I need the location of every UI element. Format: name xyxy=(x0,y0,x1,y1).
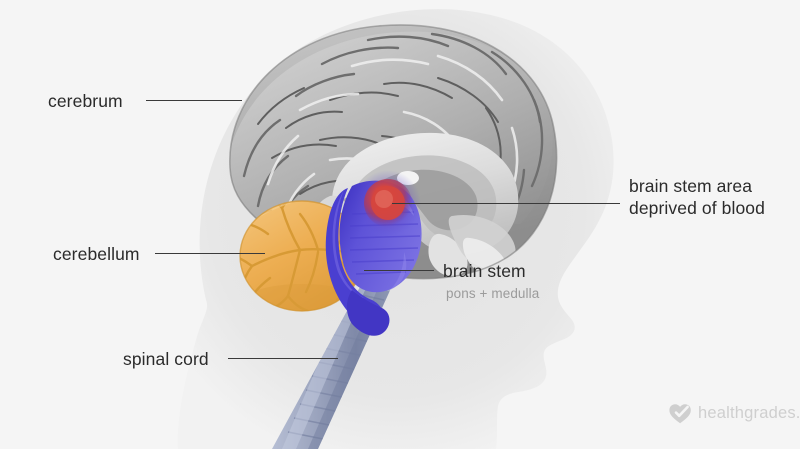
label-spinal-cord: spinal cord xyxy=(123,349,209,369)
leader-line-brain-stem xyxy=(364,270,434,271)
deprived-blood-area xyxy=(355,170,421,236)
label-cerebellum: cerebellum xyxy=(53,244,140,264)
leader-line-cerebrum xyxy=(146,100,242,101)
healthgrades-logo: healthgrades. xyxy=(668,403,800,424)
leader-line-cerebellum xyxy=(155,253,265,254)
cerebrum-structure xyxy=(229,24,558,280)
healthgrades-wordmark: healthgrades. xyxy=(698,404,800,422)
label-cerebrum: cerebrum xyxy=(48,91,123,111)
heart-check-icon xyxy=(668,403,692,424)
label-deprived-area-line2: deprived of blood xyxy=(629,198,765,219)
leader-line-spinal-cord xyxy=(228,358,338,359)
label-brain-stem: brain stem xyxy=(443,261,526,281)
label-deprived-area-line1: brain stem area xyxy=(629,176,753,196)
label-brain-stem-subtitle: pons + medulla xyxy=(446,286,540,301)
label-deprived-area: brain stem area deprived of blood xyxy=(629,175,765,220)
leader-line-deprived-area xyxy=(392,203,620,204)
